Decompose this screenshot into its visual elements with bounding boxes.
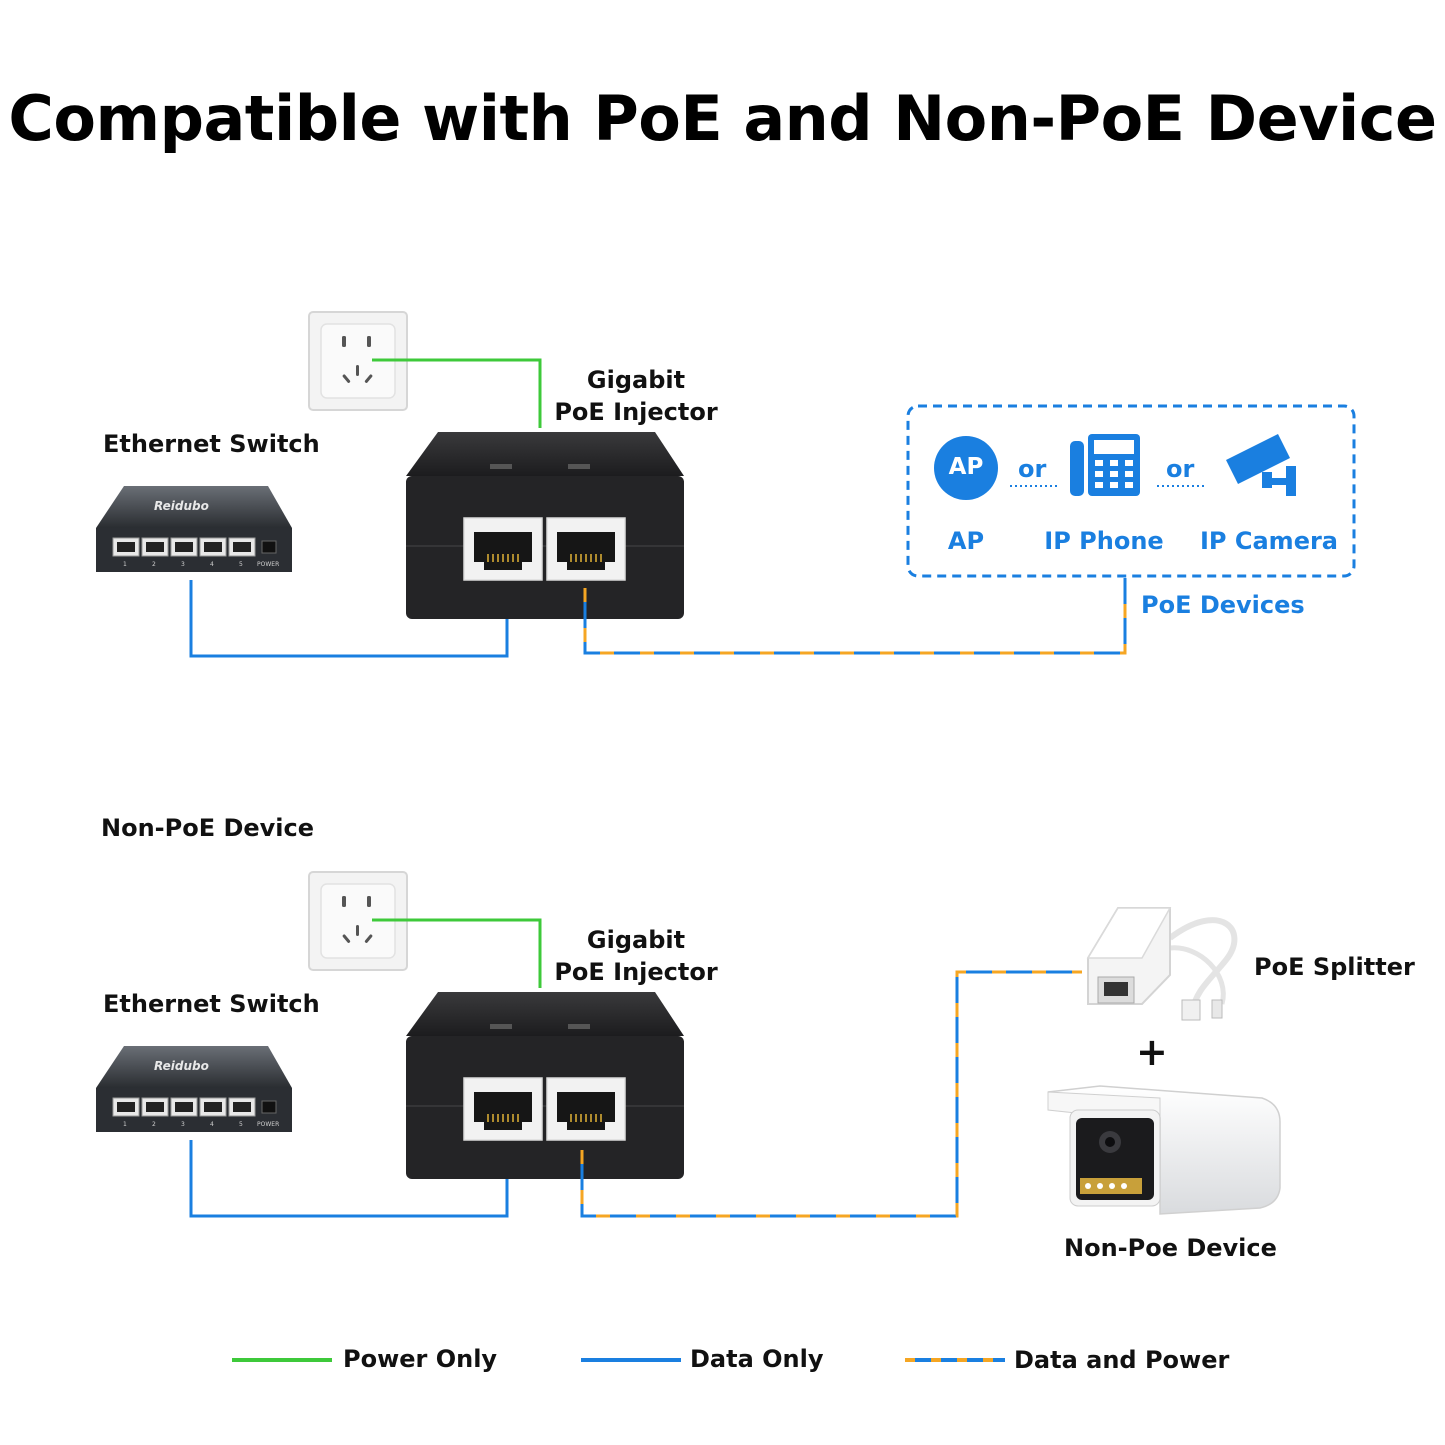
ethernet-switch-label: Ethernet Switch (103, 430, 320, 458)
legend-data-only: Data Only (690, 1345, 824, 1373)
switch-port-number: 5 (239, 1121, 243, 1128)
switch-port-number: 1 (123, 1121, 127, 1128)
legend-power-only: Power Only (343, 1345, 498, 1373)
switch-port-number: 2 (152, 561, 156, 568)
poe-splitter-label: PoE Splitter (1254, 953, 1415, 981)
or-label-2: or (1166, 455, 1195, 483)
switch-port-number: 2 (152, 1121, 156, 1128)
non-poe-heading: Non-PoE Device (101, 814, 315, 842)
ip-phone-icon (1070, 434, 1140, 496)
poe-injector-icon-2 (406, 992, 684, 1179)
switch-port-number: 4 (210, 561, 214, 568)
data-line (189, 580, 509, 658)
data-power-line-accent (583, 578, 1127, 655)
legend-data-and-power: Data and Power (1014, 1346, 1230, 1374)
ip-camera-icon (1226, 434, 1296, 496)
switch-power-label-2: POWER (257, 1121, 280, 1128)
injector-label-line1: Gigabit (586, 366, 686, 394)
data-line-2 (189, 1140, 509, 1218)
power-line-2 (372, 918, 542, 988)
non-poe-device-label: Non-Poe Device (1064, 1234, 1277, 1262)
power-line (372, 358, 542, 428)
ethernet-switch-icon (96, 486, 292, 572)
ap-icon-text: AP (948, 454, 984, 480)
switch-brand-2: Reidubo (154, 1059, 209, 1073)
poe-devices-box (906, 404, 1356, 578)
device-label-ip-phone: IP Phone (1044, 527, 1164, 555)
ethernet-switch-label-2: Ethernet Switch (103, 990, 320, 1018)
injector-label-line1-2: Gigabit (586, 926, 686, 954)
switch-port-number: 1 (123, 561, 127, 568)
bullet-camera-icon (1047, 1085, 1281, 1215)
poe-devices-label: PoE Devices (1141, 591, 1305, 619)
poe-injector-icon (406, 432, 684, 619)
injector-label-line2-2: PoE Injector (554, 958, 718, 986)
page-title: Compatible with PoE and Non-PoE Device (8, 82, 1437, 155)
injector-label-line2: PoE Injector (554, 398, 718, 426)
switch-port-number: 3 (181, 561, 185, 568)
device-label-ip-camera: IP Camera (1200, 527, 1338, 555)
plus-sign: + (1136, 1030, 1168, 1074)
or-label-1: or (1018, 455, 1047, 483)
ethernet-switch-icon-2 (96, 1046, 292, 1132)
switch-port-number: 3 (181, 1121, 185, 1128)
switch-power-label: POWER (257, 561, 280, 568)
switch-brand: Reidubo (154, 499, 209, 513)
data-power-line-2-accent (580, 970, 1082, 1218)
switch-port-number: 5 (239, 561, 243, 568)
poe-splitter-icon (1086, 907, 1238, 1021)
device-label-ap: AP (947, 527, 985, 555)
ap-icon (934, 436, 998, 500)
switch-port-number: 4 (210, 1121, 214, 1128)
